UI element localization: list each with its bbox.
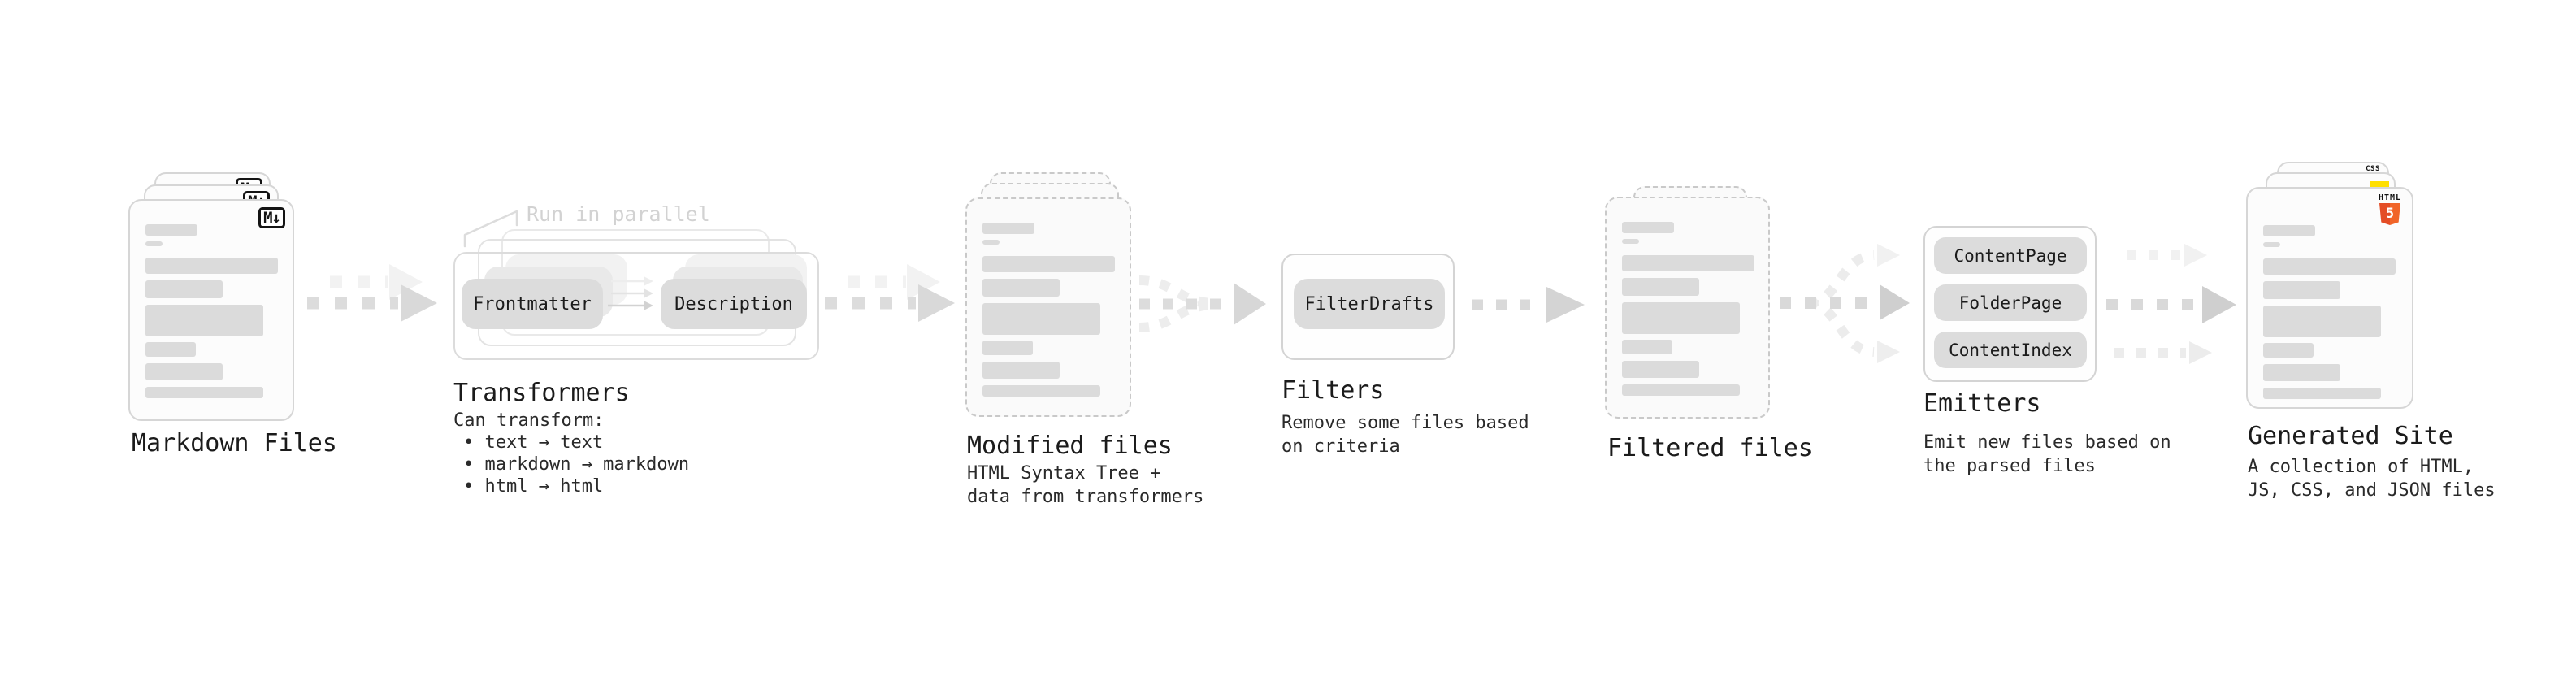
text-line-placeholder <box>2263 258 2396 275</box>
stage-title-generated-site: Generated Site <box>2248 422 2453 450</box>
text-line-placeholder <box>2263 225 2315 236</box>
text-line-placeholder <box>2263 388 2381 399</box>
stage-title-markdown-files: Markdown Files <box>132 429 337 458</box>
text-line-placeholder <box>1622 255 1754 271</box>
caption-line: A collection of HTML, <box>2248 457 2474 477</box>
arrow-filters-to-filtered <box>1472 287 1585 323</box>
modified-file-card-front <box>965 197 1131 417</box>
emitters-caption: Emit new files based on the parsed files <box>1923 431 2171 478</box>
contentindex-pill: ContentIndex <box>1934 332 2087 368</box>
caption-line: Can transform: <box>453 410 605 431</box>
arrow-transformers-to-modified <box>825 264 955 322</box>
document-content-placeholder <box>145 224 281 398</box>
text-line-placeholder <box>145 342 196 357</box>
document-content-placeholder <box>1622 222 1757 396</box>
text-line-placeholder <box>145 280 223 298</box>
text-line-placeholder <box>1622 278 1699 296</box>
text-line-placeholder <box>2263 364 2340 381</box>
filtered-file-card-front <box>1605 197 1770 419</box>
text-line-placeholder <box>145 224 197 236</box>
stage-title-emitters: Emitters <box>1923 389 2041 418</box>
html5-shield-icon: 5 <box>2379 203 2400 225</box>
text-line-placeholder <box>145 387 263 398</box>
text-line-placeholder <box>2263 306 2381 337</box>
arrow-modified-to-filters <box>1138 275 1266 332</box>
stage-title-filters: Filters <box>1281 376 1385 405</box>
text-line-placeholder <box>982 256 1115 272</box>
text-line-placeholder <box>982 303 1100 335</box>
caption-bullet: • markdown → markdown <box>463 454 690 475</box>
run-in-parallel-note: Run in parallel <box>527 202 710 226</box>
generated-html-card: HTML 5 <box>2246 187 2413 409</box>
text-line-placeholder <box>982 279 1060 297</box>
contentpage-pill: ContentPage <box>1934 237 2087 274</box>
caption-line: HTML Syntax Tree + <box>967 463 1161 484</box>
text-line-placeholder <box>982 362 1060 379</box>
transformer-frame-front <box>453 252 819 360</box>
text-line-placeholder <box>1622 302 1740 334</box>
text-line-placeholder <box>145 363 223 380</box>
frontmatter-pill: Frontmatter <box>462 279 603 329</box>
caption-bullet: • text → text <box>463 432 604 453</box>
caption-line: on criteria <box>1281 436 1400 457</box>
caption-line: Emit new files based on <box>1923 432 2171 453</box>
text-line-placeholder <box>145 241 163 246</box>
folderpage-pill: FolderPage <box>1934 284 2087 321</box>
text-line-placeholder <box>145 305 263 336</box>
text-line-placeholder <box>1622 222 1674 233</box>
arrow-emitters-to-generated <box>2106 244 2236 364</box>
html5-label: HTML <box>2378 193 2402 202</box>
caption-line: the parsed files <box>1923 456 2096 476</box>
text-line-placeholder <box>982 240 1000 245</box>
text-line-placeholder <box>982 385 1100 397</box>
caption-line: Remove some files based <box>1281 413 1529 433</box>
arrow-filtered-to-emitters <box>1780 244 1910 363</box>
stage-title-modified-files: Modified files <box>967 432 1173 460</box>
caption-line: data from transformers <box>967 487 1204 507</box>
generated-site-caption: A collection of HTML, JS, CSS, and JSON … <box>2248 455 2496 502</box>
text-line-placeholder <box>145 258 278 274</box>
text-line-placeholder <box>1622 384 1740 396</box>
css-badge-label: CSS <box>2366 165 2380 173</box>
js-badge-icon <box>2370 181 2389 190</box>
document-content-placeholder <box>2263 225 2400 399</box>
arrow-markdown-to-transformers <box>307 264 437 322</box>
caption-bullet: • html → html <box>463 476 604 497</box>
document-content-placeholder <box>982 223 1118 397</box>
transformers-caption: Can transform: • text → text • markdown … <box>453 410 689 497</box>
text-line-placeholder <box>2263 343 2314 358</box>
stage-title-filtered-files: Filtered files <box>1607 434 1813 462</box>
html5-icon: HTML 5 <box>2378 193 2402 225</box>
filterdrafts-pill: FilterDrafts <box>1294 279 1445 329</box>
text-line-placeholder <box>1622 239 1639 244</box>
text-line-placeholder <box>1622 361 1699 378</box>
description-pill: Description <box>661 279 807 329</box>
modified-files-caption: HTML Syntax Tree + data from transformer… <box>967 462 1203 509</box>
text-line-placeholder <box>1622 340 1672 354</box>
markdown-badge-icon: M↓ <box>258 207 285 228</box>
filters-caption: Remove some files based on criteria <box>1281 411 1529 458</box>
text-line-placeholder <box>2263 242 2280 247</box>
text-line-placeholder <box>982 223 1034 234</box>
markdown-file-card-front: M↓ <box>128 199 294 421</box>
text-line-placeholder <box>982 340 1033 355</box>
stage-title-transformers: Transformers <box>453 379 630 407</box>
caption-line: JS, CSS, and JSON files <box>2248 480 2496 501</box>
text-line-placeholder <box>2263 281 2340 299</box>
